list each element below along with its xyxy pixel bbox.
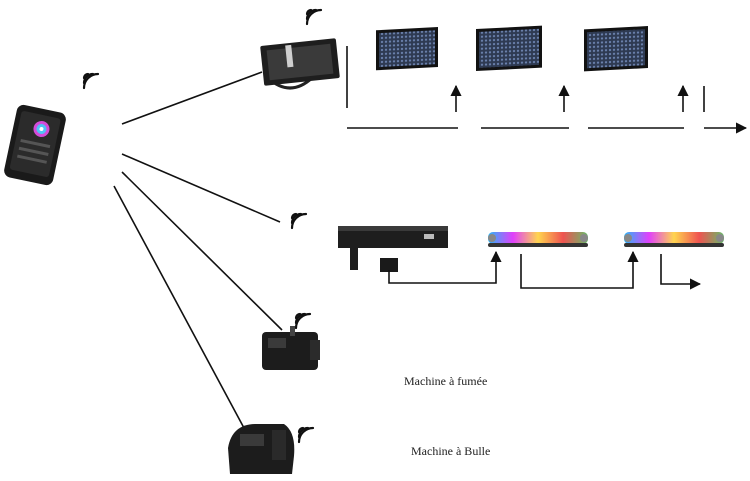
led-bar-icon: [624, 232, 724, 247]
led-bar-icon: [488, 232, 588, 247]
dmx-interface-icon: [338, 226, 448, 272]
wifi-signal-icon: [290, 212, 308, 230]
connection-lines: [113, 71, 283, 429]
dmx-cable: [388, 250, 502, 284]
wifi-signal-icon: [82, 72, 100, 90]
led-matrix-panel-icon: [376, 27, 438, 71]
wifi-signal-icon: [297, 426, 315, 444]
link-to-wash-light: [121, 71, 263, 125]
fog-machine-icon: [262, 326, 320, 370]
smartphone-icon: [4, 104, 66, 186]
fog-machine-label: Machine à fumée: [404, 374, 488, 388]
bubble-machine-icon: [228, 424, 295, 474]
link-to-bubble-machine: [113, 185, 245, 429]
dmx-chain: [388, 250, 702, 290]
wifi-signal-icon: [305, 8, 323, 26]
link-to-fog-machine: [121, 171, 283, 331]
link-to-dmx-interface: [121, 153, 281, 223]
wifi-signal-icon: [294, 312, 312, 330]
led-matrix-panel-icon: [476, 25, 542, 72]
dmx-cable: [520, 250, 639, 289]
flood-light-icon: [260, 38, 340, 90]
bubble-machine-label: Machine à Bulle: [411, 444, 491, 458]
dmx-cable-output: [660, 254, 702, 290]
led-panel-chain: [346, 46, 748, 134]
led-matrix-panel-icon: [584, 26, 648, 72]
